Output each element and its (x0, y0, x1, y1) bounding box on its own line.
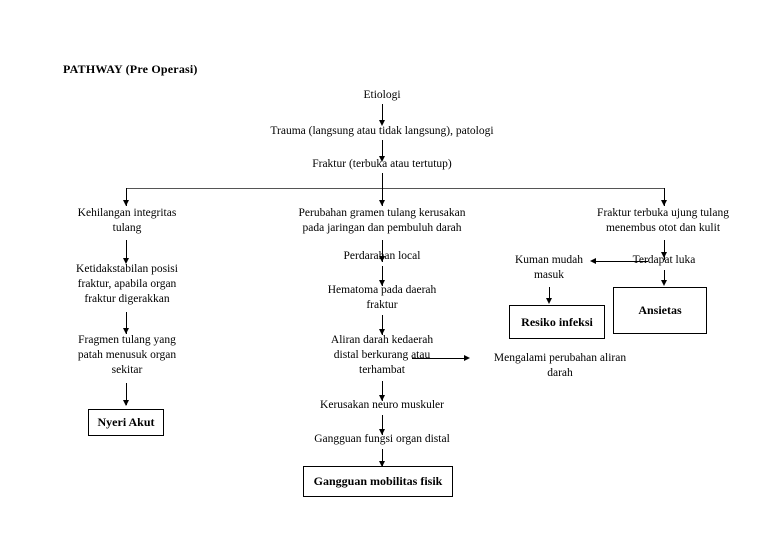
arrowhead-down-icon (378, 256, 385, 262)
node-hematoma: Hematoma pada daerah fraktur (327, 284, 437, 311)
arrowhead-down-icon (378, 200, 385, 206)
connector-trauma-fraktur (382, 140, 383, 158)
arrowhead-down-icon (378, 329, 385, 335)
connector-kuman-resiko (549, 287, 550, 301)
node-fraktur: Fraktur (terbuka atau tertutup) (312, 158, 452, 170)
box-nyeri-akut[interactable]: Nyeri Akut (88, 409, 164, 436)
node-mengalami-perubahan-aliran: Mengalami perubahan aliran darah (493, 352, 627, 379)
node-kuman-mudah-masuk: Kuman mudah masuk (514, 254, 584, 281)
connector-bus-right (664, 188, 665, 206)
connector-kehilangan-ketidakstabilan (126, 240, 127, 262)
arrowhead-left-icon (590, 257, 596, 264)
box-ansietas[interactable]: Ansietas (613, 287, 707, 334)
arrowhead-down-icon (122, 328, 129, 334)
arrowhead-down-icon (378, 429, 385, 435)
connector-terdapatluka-kuman (596, 261, 648, 262)
connector-frakturterbuka-terdapatluka (664, 240, 665, 260)
connector-bus-middle (382, 188, 383, 206)
arrowhead-down-icon (660, 200, 667, 206)
node-kehilangan-integritas: Kehilangan integritas tulang (77, 207, 177, 234)
arrowhead-down-icon (378, 461, 385, 467)
connector-hematoma-aliran (382, 315, 383, 335)
connector-kerusakan-gangguanfungsi (382, 415, 383, 435)
connector-aliran-mengalami (412, 358, 465, 359)
node-trauma: Trauma (langsung atau tidak langsung), p… (270, 125, 494, 137)
node-perubahan-gramen: Perubahan gramen tulang kerusakan pada j… (298, 207, 466, 234)
node-aliran-darah: Aliran darah kedaerah distal berkurang a… (330, 334, 434, 376)
arrowhead-down-icon (122, 200, 129, 206)
box-resiko-infeksi[interactable]: Resiko infeksi (509, 305, 605, 339)
node-perdarahan-local: Perdarahan local (343, 250, 421, 262)
connector-ketidakstabilan-fragmen (126, 312, 127, 334)
arrowhead-down-icon (378, 156, 385, 162)
connector-terdapatluka-ansietas (664, 270, 665, 282)
node-ketidakstabilan: Ketidakstabilan posisi fraktur, apabila … (76, 263, 178, 305)
connector-bus-left (126, 188, 127, 206)
node-etiologi: Etiologi (363, 89, 401, 101)
connector-aliran-kerusakan (382, 381, 383, 401)
node-terdapat-luka: Terdapat luka (632, 254, 696, 266)
connector-perdarahan-hematoma (382, 266, 383, 286)
arrowhead-down-icon (378, 280, 385, 286)
node-fragmen-tulang: Fragmen tulang yang patah menusuk organ … (77, 334, 177, 376)
connector-gangguanfungsi-mobilitas (382, 449, 383, 469)
arrowhead-down-icon (378, 120, 385, 126)
arrowhead-down-icon (122, 400, 129, 406)
connector-branch-bus (126, 188, 664, 189)
node-kerusakan-neuro-muskuler: Kerusakan neuro muskuler (320, 399, 444, 411)
node-fraktur-terbuka: Fraktur terbuka ujung tulang menembus ot… (597, 207, 729, 234)
page-title: PATHWAY (Pre Operasi) (63, 62, 198, 76)
connector-etiologi-trauma (382, 104, 383, 122)
arrowhead-down-icon (122, 258, 129, 264)
connector-fragmen-nyeri (126, 383, 127, 405)
connector-fraktur-bus (382, 173, 383, 188)
arrowhead-down-icon (545, 298, 552, 304)
box-gangguan-mobilitas-fisik[interactable]: Gangguan mobilitas fisik (303, 466, 453, 497)
arrowhead-right-icon (464, 354, 470, 361)
node-gangguan-fungsi-organ-distal: Gangguan fungsi organ distal (314, 433, 450, 445)
arrowhead-down-icon (660, 280, 667, 286)
connector-perubahan-perdarahan (382, 240, 383, 262)
arrowhead-down-icon (378, 395, 385, 401)
arrowhead-down-icon (660, 252, 667, 258)
